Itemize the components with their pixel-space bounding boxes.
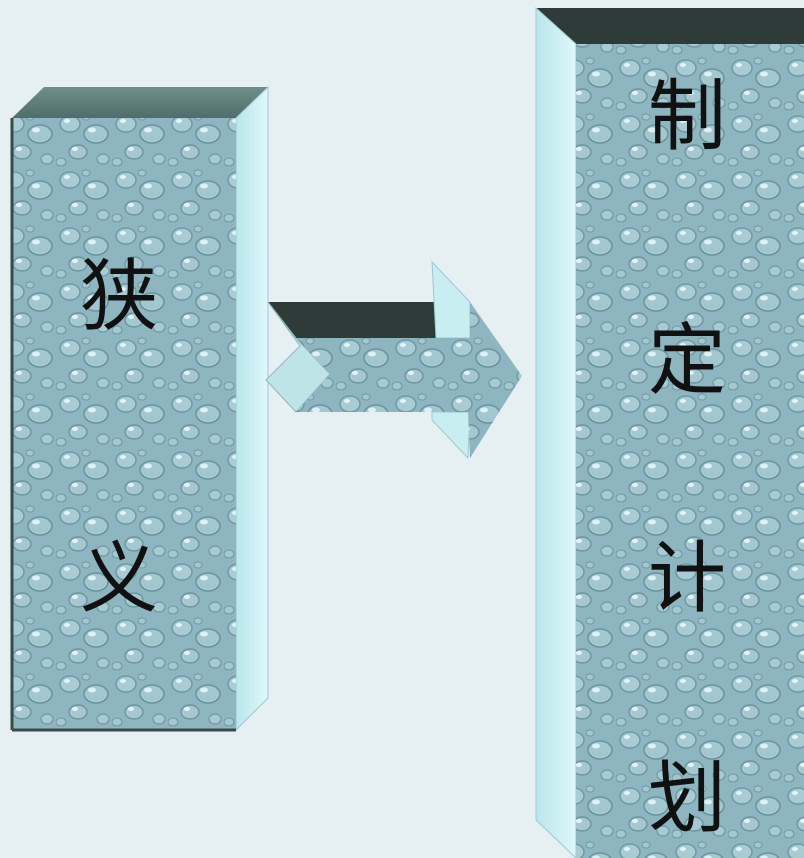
right-arrow	[265, 260, 522, 460]
right-block	[535, 6, 804, 858]
arrow-head-side	[431, 260, 471, 339]
right-block-top	[536, 8, 804, 44]
left-block-face	[12, 118, 236, 730]
arrow-shaft	[296, 338, 436, 412]
left-block-char-2: 义	[79, 534, 158, 624]
right-block-side	[535, 6, 577, 858]
left-block-char-1: 狭	[79, 252, 158, 342]
right-block-face	[576, 44, 804, 858]
right-block-char-3: 计	[647, 534, 726, 624]
right-block-char-2: 定	[647, 316, 726, 406]
right-block-char-4: 划	[647, 754, 726, 844]
arrow-head	[436, 302, 522, 458]
left-block-side	[235, 85, 269, 732]
left-block	[10, 85, 269, 732]
right-block-char-1: 制	[647, 72, 726, 162]
left-block-top	[12, 87, 268, 118]
